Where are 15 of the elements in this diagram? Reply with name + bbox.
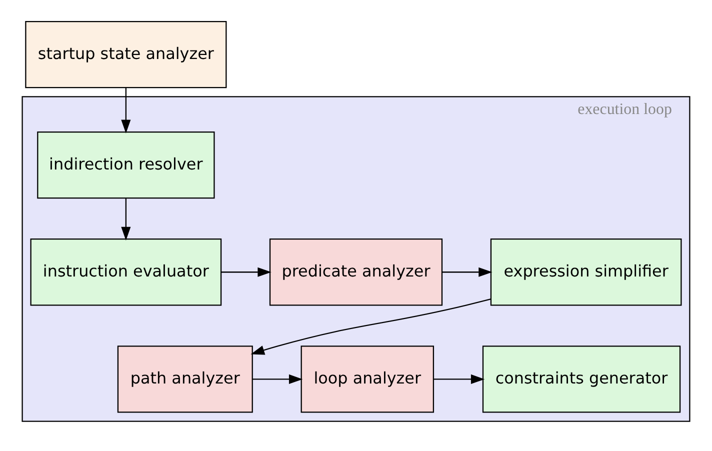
arrow <box>250 298 491 354</box>
arrow <box>121 87 131 133</box>
node-box: instruction evaluator <box>30 238 222 306</box>
arrow <box>221 266 272 276</box>
arrow <box>442 266 492 276</box>
node-box: indirection resolver <box>37 130 215 198</box>
node-box: startup state analyzer <box>25 20 227 88</box>
node-box: expression simplifier <box>490 238 682 306</box>
node-box: constraints generator <box>482 345 681 412</box>
node-box: path analyzer <box>117 345 253 412</box>
node-box: predicate analyzer <box>269 238 443 306</box>
node-box: loop analyzer <box>300 345 434 412</box>
arrow <box>252 374 303 384</box>
arrow <box>121 198 131 240</box>
arrow <box>433 374 485 384</box>
